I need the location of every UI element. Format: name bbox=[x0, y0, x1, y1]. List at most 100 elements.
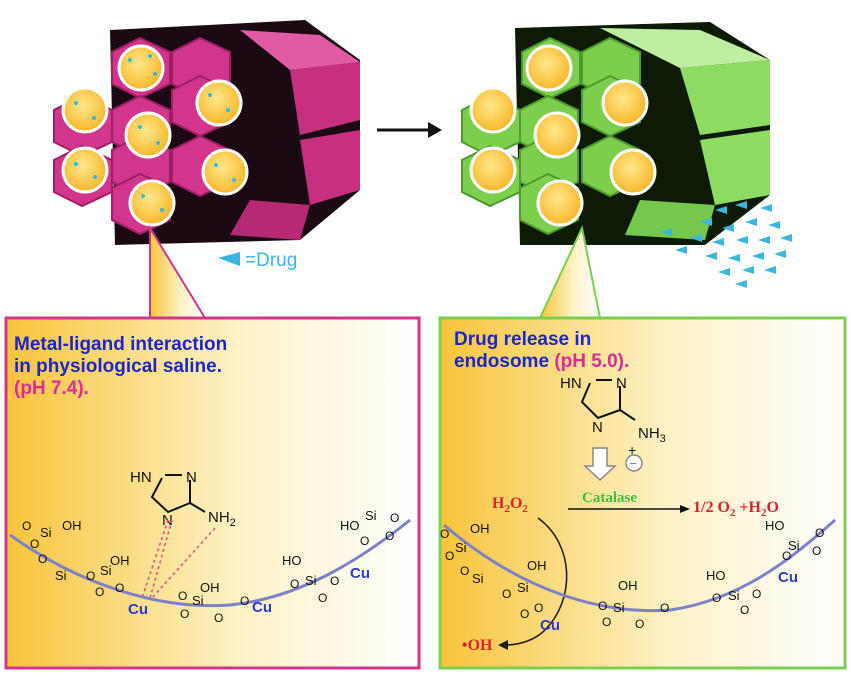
right-o-7: O bbox=[598, 599, 607, 613]
drug-particle bbox=[780, 234, 792, 242]
drug-particle bbox=[758, 236, 770, 244]
drug-particle bbox=[774, 250, 786, 258]
drug-particle bbox=[715, 206, 727, 214]
drug-particle bbox=[764, 266, 776, 274]
right-plus-charge: + bbox=[628, 442, 636, 458]
left-si-5: Si bbox=[305, 573, 317, 588]
left-o-9: O bbox=[214, 611, 223, 625]
drug-particle bbox=[712, 238, 724, 246]
left-cu-atoms: Cu Cu Cu bbox=[128, 565, 370, 618]
drug-particle bbox=[722, 224, 734, 232]
right-si-6: Si bbox=[788, 538, 800, 553]
right-o-16: O bbox=[815, 526, 824, 540]
left-title-line2: in physiological saline. bbox=[14, 356, 222, 377]
left-o-11: O bbox=[290, 577, 299, 591]
right-panel: Drug release in endosome (pH 5.0). HN N … bbox=[438, 316, 847, 670]
drug-particle bbox=[752, 252, 764, 260]
drug-particle bbox=[700, 218, 712, 226]
fenton-path bbox=[537, 517, 568, 631]
left-triazole bbox=[150, 474, 206, 514]
drug-particle bbox=[745, 218, 757, 226]
right-o-13: O bbox=[752, 587, 761, 601]
right-ho-2: HO bbox=[765, 518, 785, 533]
right-cu-atoms: Cu Cu bbox=[540, 569, 798, 634]
oh-radical-arrowhead bbox=[498, 640, 508, 650]
release-down-arrow: − bbox=[583, 447, 643, 482]
right-oxygen-atoms: O O O O O O O O O O O O O O O O bbox=[440, 526, 824, 631]
left-o-7: O bbox=[178, 589, 187, 603]
drug-particle bbox=[735, 280, 747, 288]
left-o-14: O bbox=[360, 534, 369, 548]
green-honeycomb bbox=[461, 22, 770, 245]
left-oh-3: OH bbox=[200, 580, 220, 595]
left-si-3: Si bbox=[100, 563, 112, 578]
right-silica-backbone bbox=[443, 518, 836, 613]
right-si-3: Si bbox=[517, 580, 529, 595]
right-title-line1: Drug release in bbox=[454, 329, 591, 350]
legend-text: =Drug bbox=[245, 250, 297, 271]
left-coordination-bonds bbox=[141, 519, 216, 599]
reaction-products: 1/2 O2 +H2O bbox=[693, 499, 779, 519]
right-ho-1: HO bbox=[706, 568, 726, 583]
right-o-10: O bbox=[660, 601, 669, 615]
left-o-12: O bbox=[318, 591, 327, 605]
drug-particle bbox=[742, 266, 754, 274]
right-si-4: Si bbox=[613, 600, 625, 615]
right-si-1: Si bbox=[455, 540, 467, 555]
left-o-4: O bbox=[86, 569, 95, 583]
left-o-8: O bbox=[180, 607, 189, 621]
left-o-13: O bbox=[330, 574, 339, 588]
reaction-arrow-head bbox=[680, 505, 690, 513]
released-drug-particles bbox=[660, 201, 792, 288]
left-oxygen-atoms: O O O O O O O O O O O O O O O O bbox=[22, 511, 399, 625]
left-cu-1: Cu bbox=[128, 601, 148, 618]
left-title-line1: Metal-ligand interaction bbox=[14, 334, 227, 355]
right-o-4: O bbox=[502, 587, 511, 601]
left-silica-labels: Si OH Si Si OH Si OH Si HO Si HO bbox=[40, 508, 377, 608]
left-o-15: O bbox=[385, 529, 394, 543]
left-si-6: Si bbox=[365, 508, 377, 523]
left-o-3: O bbox=[38, 552, 47, 566]
right-o-2: O bbox=[445, 549, 454, 563]
h2o2-label: H2O2 bbox=[492, 495, 528, 515]
magenta-honeycomb bbox=[53, 20, 360, 245]
right-title-line2: endosome (pH 5.0). bbox=[454, 351, 629, 372]
drug-icon bbox=[218, 252, 240, 266]
left-ho-2: HO bbox=[340, 518, 360, 533]
left-cu-3: Cu bbox=[350, 565, 370, 582]
left-oh-1: OH bbox=[62, 518, 82, 533]
right-nh3-label: NH3 bbox=[638, 425, 666, 445]
right-oh-3: OH bbox=[618, 578, 638, 593]
right-o-6: O bbox=[520, 607, 529, 621]
right-o-8: O bbox=[602, 615, 611, 629]
oh-radical-label: •OH bbox=[462, 637, 493, 654]
drug-particle bbox=[718, 268, 730, 276]
minus-charge: − bbox=[629, 455, 637, 471]
right-oh-1: OH bbox=[470, 521, 490, 536]
left-si-1: Si bbox=[40, 525, 52, 540]
right-si-5: Si bbox=[728, 588, 740, 603]
drug-particle bbox=[735, 201, 747, 209]
right-o-1: O bbox=[440, 527, 449, 541]
left-hn-label: HN bbox=[130, 469, 152, 486]
drug-particle bbox=[660, 228, 672, 236]
drug-particle bbox=[728, 254, 740, 262]
left-o-2: O bbox=[30, 537, 39, 551]
right-n2-label: N bbox=[592, 419, 603, 436]
left-n1-label: N bbox=[186, 469, 197, 486]
right-o-9: O bbox=[635, 617, 644, 631]
right-hn-label: HN bbox=[560, 375, 582, 392]
right-o-3: O bbox=[460, 564, 469, 578]
right-o-11: O bbox=[712, 591, 721, 605]
right-cu-2: Cu bbox=[778, 569, 798, 586]
right-si-2: Si bbox=[472, 571, 484, 586]
drug-particle bbox=[675, 246, 687, 254]
left-panel: Metal-ligand interaction in physiologica… bbox=[4, 316, 421, 670]
left-nh2-label: NH2 bbox=[208, 509, 236, 529]
left-o-10: O bbox=[240, 594, 249, 608]
left-o-5: O bbox=[115, 581, 124, 595]
catalase-label: Catalase bbox=[582, 490, 637, 506]
right-oh-2: OH bbox=[527, 558, 547, 573]
